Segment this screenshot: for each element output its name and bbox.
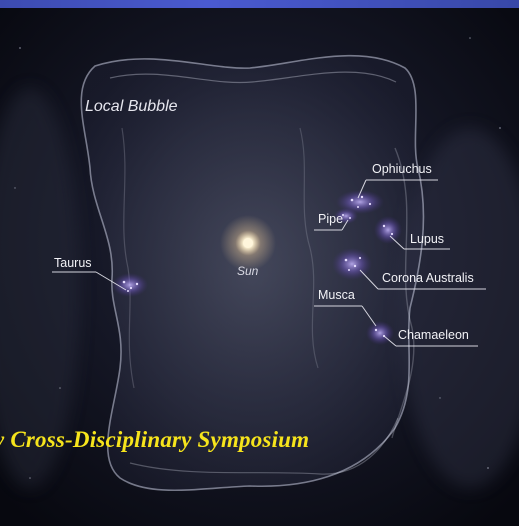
taurus-label: Taurus <box>54 257 92 270</box>
symposium-caption: y Cross-Disciplinary Symposium <box>0 428 309 451</box>
ophiuchus-label: Ophiuchus <box>372 163 432 176</box>
sun-label: Sun <box>237 265 258 277</box>
lupus-cloud <box>374 216 402 244</box>
lupus-label: Lupus <box>410 233 444 246</box>
corona-australis-cloud <box>332 248 372 280</box>
chamaeleon-label: Chamaeleon <box>398 329 469 342</box>
sun-star <box>243 238 253 248</box>
top-banner-strip <box>0 0 519 8</box>
musca-label: Musca <box>318 289 355 302</box>
corona-australis-label: Corona Australis <box>382 272 474 285</box>
local-bubble-label: Local Bubble <box>85 99 178 115</box>
pipe-label: Pipe <box>318 213 343 226</box>
